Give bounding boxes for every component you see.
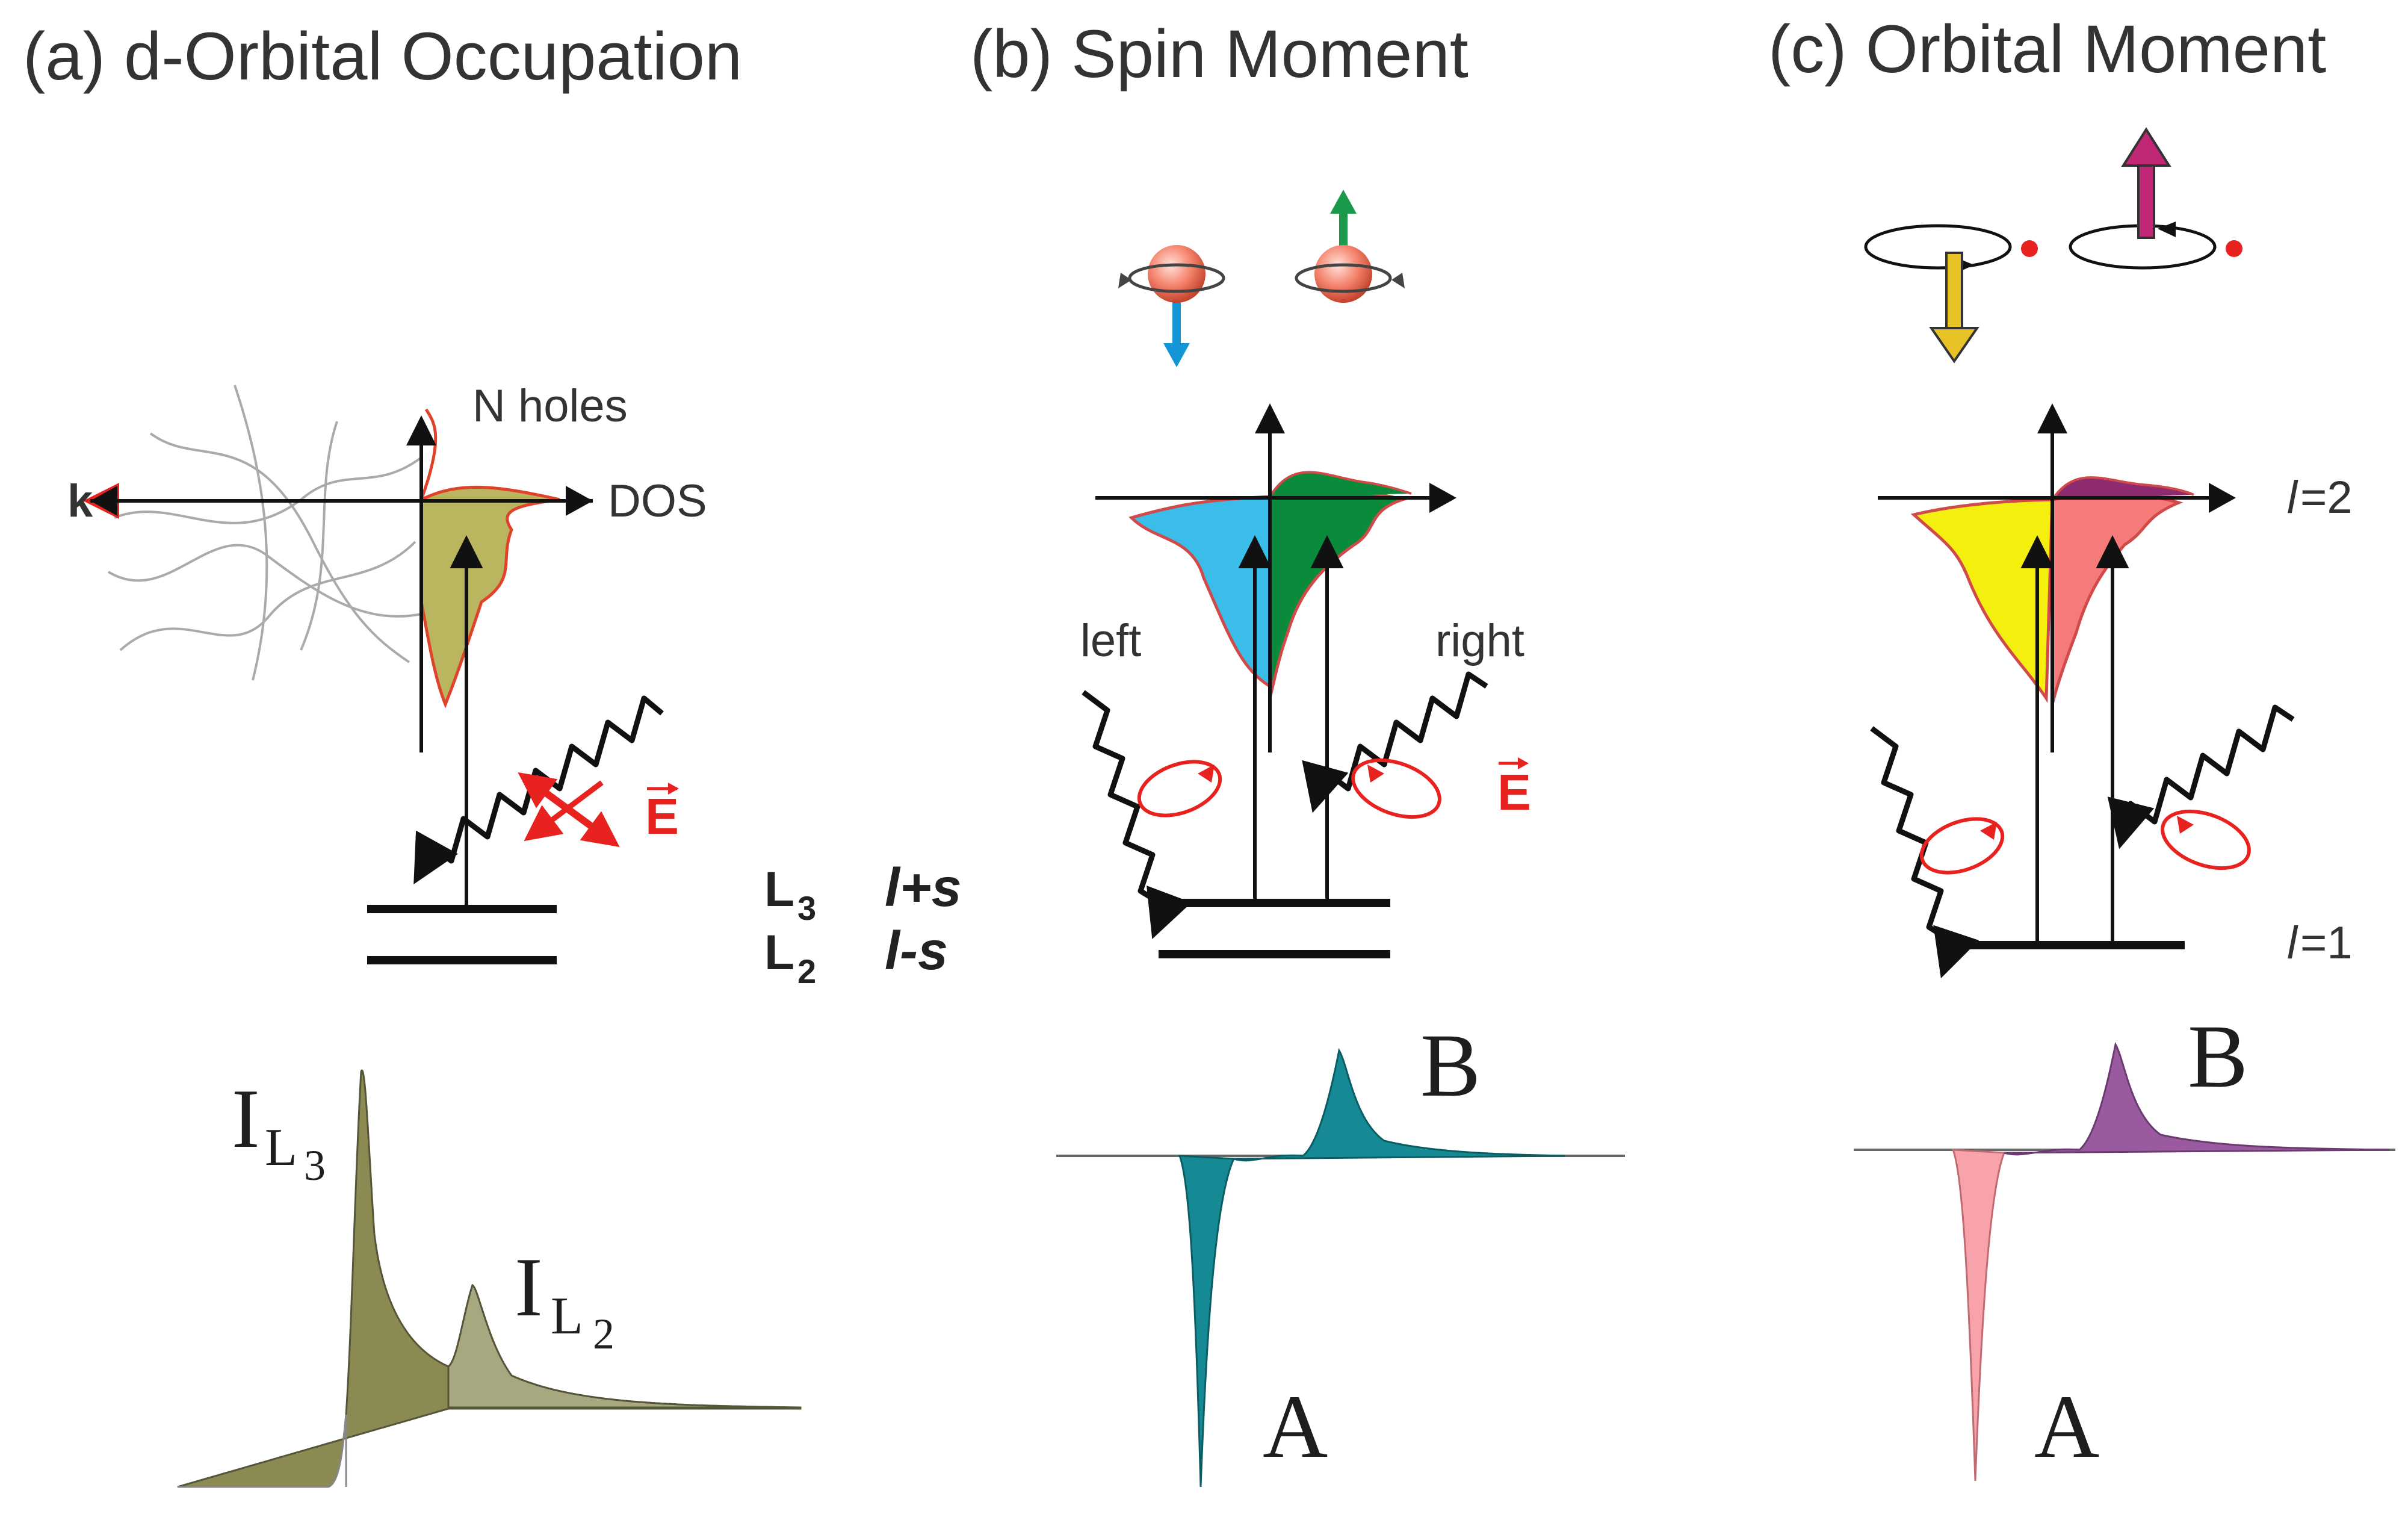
svg-text:2: 2 (797, 952, 816, 990)
svg-text:=2: =2 (2300, 472, 2353, 523)
level-label-L3: L 3 l+s (764, 858, 962, 927)
band-structure-curves (107, 385, 422, 681)
orbit-loop-icon (1864, 224, 2038, 364)
svg-text:3: 3 (304, 1141, 326, 1190)
wavy-photon-icon (1870, 726, 1979, 979)
dos-fill-l-plus (2051, 492, 2184, 705)
l1-label: l =1 (2287, 917, 2353, 969)
dos-fill-spin-down (1128, 495, 1272, 689)
dos-label: DOS (608, 476, 707, 527)
left-label: left (1080, 615, 1141, 666)
spin-sphere-icon (1118, 245, 1225, 367)
wavy-photon-icon (2107, 704, 2295, 849)
peak-B-label-c: B (2188, 1007, 2248, 1106)
panel-c: l =2 l =1 B A (1854, 127, 2395, 1481)
dos-fill-l-minus (1910, 498, 2054, 703)
n-holes-label: N holes (472, 380, 628, 432)
spin-sphere-icon (1295, 190, 1405, 303)
svg-text:=1: =1 (2300, 917, 2353, 969)
k-arrowhead (90, 486, 117, 516)
xmcd-peak-b (1233, 1047, 1565, 1162)
l2-label: l =2 (2287, 472, 2353, 523)
circular-polarization-icon (1137, 760, 1222, 817)
wavy-photon-icon (413, 695, 664, 884)
circular-polarization-icon (1919, 817, 2005, 875)
svg-text:I: I (232, 1072, 260, 1165)
panel-a-title: (a) d-Orbital Occupation (23, 19, 742, 94)
svg-text:l+s: l+s (885, 858, 962, 918)
wavy-photon-icon (1082, 690, 1192, 939)
orbit-loop-icon (2069, 127, 2242, 270)
svg-text:E: E (645, 788, 679, 845)
peak-A-label-b: A (1263, 1377, 1328, 1477)
svg-text:L: L (265, 1118, 297, 1177)
svg-text:L: L (764, 862, 794, 917)
dos-fill-a (419, 485, 560, 709)
xmcd-spectrum-c-positive (2004, 1041, 2390, 1156)
panel-b-title: (b) Spin Moment (970, 16, 1469, 92)
svg-text:l-s: l-s (885, 921, 948, 981)
circular-polarization-icon (1351, 758, 1441, 819)
svg-text:2: 2 (593, 1310, 614, 1358)
panel-a: k DOS N holes E L 3 l+s L 2 l-s (67, 380, 962, 1488)
wavy-photon-icon (1302, 671, 1488, 813)
xas-L2-peak (447, 1283, 801, 1409)
label-IL3: I L 3 (232, 1072, 326, 1190)
xmcd-spectrum-c-negative (1951, 1149, 2006, 1481)
dos-fill-spin-up (1268, 489, 1408, 699)
e-field-label-a: E (645, 783, 679, 845)
peak-B-label-b: B (1420, 1016, 1481, 1115)
e-field-label-b: E (1497, 757, 1531, 821)
label-IL2: I L 2 (515, 1241, 614, 1358)
linear-polarization-icon (518, 772, 620, 848)
k-label: k (67, 476, 93, 527)
panel-b: left right E B A (1056, 190, 1625, 1488)
svg-text:E: E (1497, 764, 1531, 821)
svg-text:l: l (2287, 472, 2298, 523)
dos-arrowhead (566, 486, 593, 516)
circular-polarization-icon (2161, 809, 2251, 870)
xmcd-spectrum-b (1178, 1155, 1236, 1488)
svg-text:L: L (764, 925, 794, 980)
svg-text:I: I (515, 1241, 543, 1334)
panel-c-title: (c) Orbital Moment (1768, 11, 2326, 87)
svg-text:l: l (2287, 917, 2298, 969)
level-label-L2: L 2 l-s (764, 921, 948, 990)
peak-A-label-c: A (2034, 1377, 2099, 1477)
right-label: right (1435, 615, 1524, 666)
svg-text:3: 3 (797, 889, 816, 927)
svg-text:L: L (551, 1287, 583, 1345)
